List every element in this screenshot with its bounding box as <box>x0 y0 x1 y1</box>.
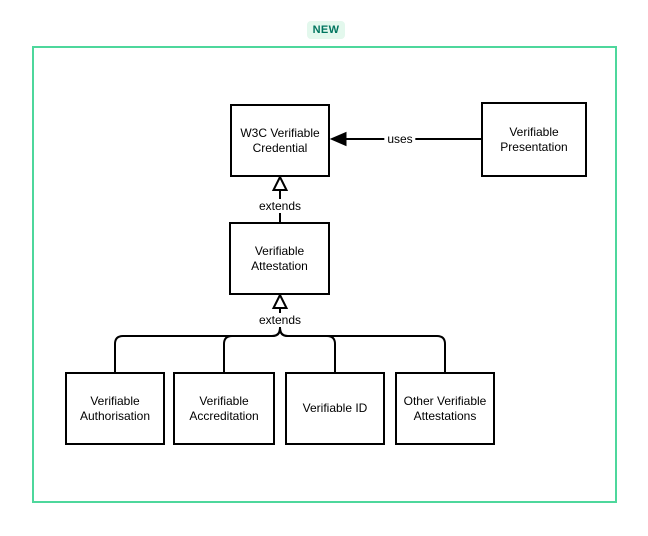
edge-branch-accreditation <box>223 327 281 372</box>
node-other-verifiable-attestations: Other Verifiable Attestations <box>395 372 495 445</box>
edge-label-extends-bottom: extends <box>255 313 305 327</box>
filled-arrowhead-uses-icon <box>329 131 347 147</box>
node-w3c-verifiable-credential: W3C Verifiable Credential <box>230 104 330 177</box>
diagram-frame <box>32 46 617 503</box>
node-verifiable-authorisation: Verifiable Authorisation <box>65 372 165 445</box>
node-verifiable-id: Verifiable ID <box>285 372 385 445</box>
node-verifiable-attestation: Verifiable Attestation <box>229 222 330 295</box>
new-badge: NEW <box>307 21 345 39</box>
node-verifiable-accreditation: Verifiable Accreditation <box>173 372 275 445</box>
edge-branch-authorisation <box>114 327 281 372</box>
edge-label-uses: uses <box>384 132 416 146</box>
edge-branch-verifiable-id <box>279 327 336 372</box>
hollow-arrowhead-extends-top-icon <box>271 174 289 191</box>
node-verifiable-presentation: Verifiable Presentation <box>481 102 587 177</box>
edge-label-extends-top: extends <box>255 199 305 213</box>
edge-branch-other-attestations <box>279 327 446 372</box>
hollow-arrowhead-extends-bottom-icon <box>271 292 289 309</box>
